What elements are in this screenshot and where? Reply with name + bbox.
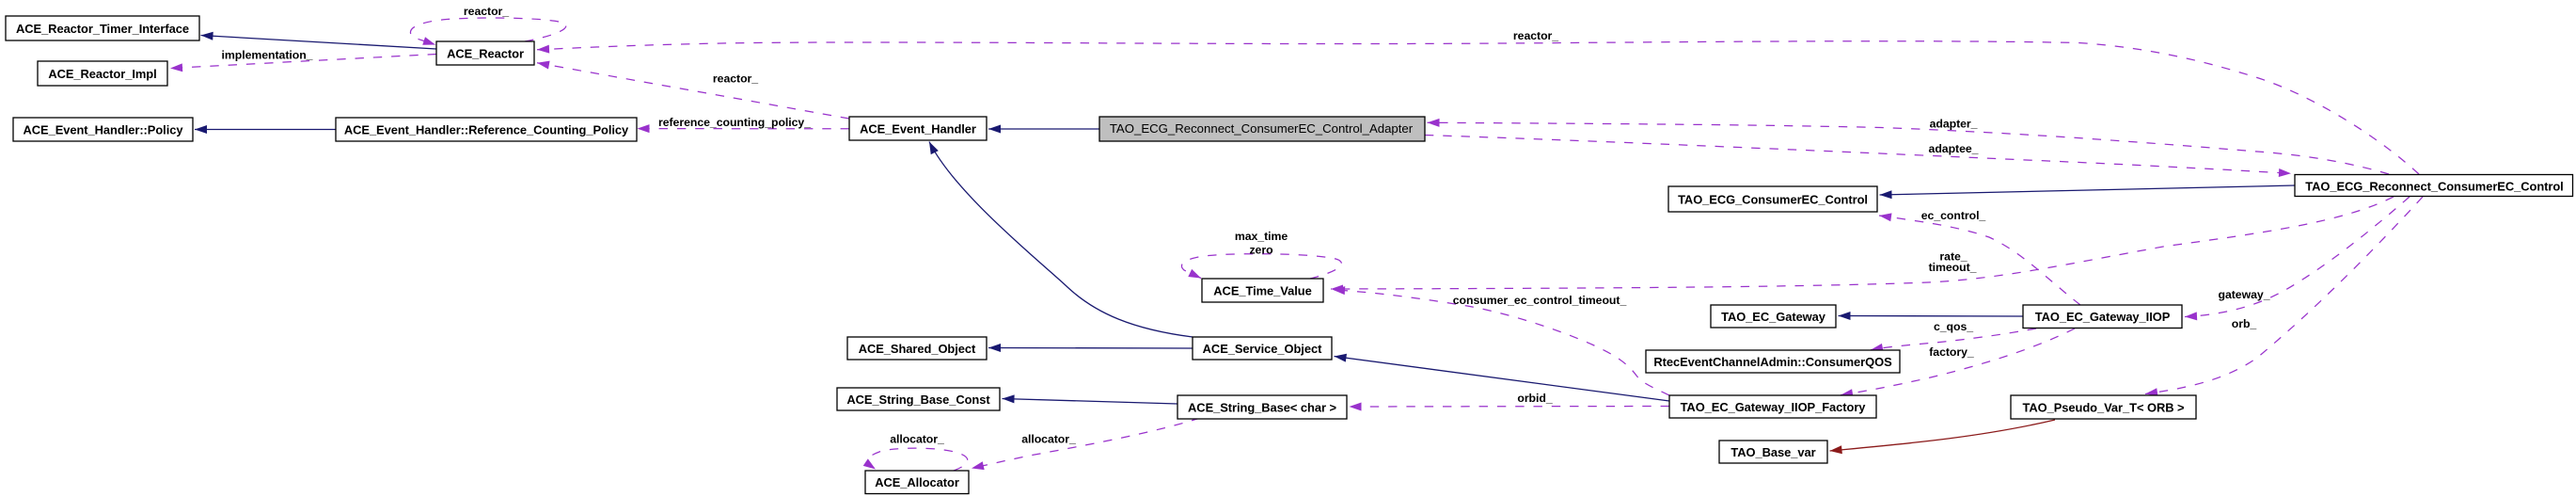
svg-text:timeout_: timeout_ (1929, 261, 1977, 274)
svg-text:TAO_EC_Gateway_IIOP: TAO_EC_Gateway_IIOP (2035, 310, 2171, 324)
svg-text:c_qos_: c_qos_ (1934, 320, 1973, 333)
svg-text:ACE_String_Base< char >: ACE_String_Base< char > (1188, 400, 1336, 414)
svg-text:ACE_Service_Object: ACE_Service_Object (1203, 342, 1322, 356)
svg-text:orbid_: orbid_ (1517, 392, 1552, 405)
svg-text:RtecEventChannelAdmin::Consume: RtecEventChannelAdmin::ConsumerQOS (1653, 355, 1892, 369)
svg-text:implementation_: implementation_ (222, 49, 313, 62)
svg-text:adapter_: adapter_ (1930, 118, 1978, 131)
svg-text:ACE_Reactor_Impl: ACE_Reactor_Impl (48, 67, 156, 81)
svg-text:allocator_: allocator_ (890, 433, 944, 446)
svg-text:ACE_String_Base_Const: ACE_String_Base_Const (846, 393, 990, 407)
svg-text:ACE_Time_Value: ACE_Time_Value (1213, 283, 1311, 297)
svg-text:zero: zero (1249, 244, 1273, 257)
svg-text:ec_control_: ec_control_ (1921, 209, 1986, 222)
svg-text:consumer_ec_control_timeout_: consumer_ec_control_timeout_ (1453, 294, 1627, 307)
svg-text:TAO_Base_var: TAO_Base_var (1731, 445, 1815, 459)
svg-text:allocator_: allocator_ (1021, 433, 1076, 446)
svg-text:TAO_ECG_Reconnect_ConsumerEC_C: TAO_ECG_Reconnect_ConsumerEC_Control (2305, 179, 2563, 193)
svg-text:TAO_EC_Gateway: TAO_EC_Gateway (1721, 310, 1826, 324)
svg-text:adaptee_: adaptee_ (1929, 142, 1979, 155)
svg-text:ACE_Allocator: ACE_Allocator (875, 475, 959, 489)
svg-text:ACE_Event_Handler::Policy: ACE_Event_Handler::Policy (24, 122, 184, 136)
svg-text:reactor_: reactor_ (464, 5, 509, 18)
svg-text:rate_: rate_ (1939, 250, 1967, 264)
svg-text:ACE_Reactor: ACE_Reactor (447, 46, 524, 60)
svg-text:ACE_Event_Handler::Reference_C: ACE_Event_Handler::Reference_Counting_Po… (344, 122, 629, 136)
svg-text:factory_: factory_ (1929, 345, 1974, 359)
svg-text:ACE_Event_Handler: ACE_Event_Handler (860, 121, 976, 136)
svg-text:max_time: max_time (1235, 230, 1288, 243)
svg-text:reactor_: reactor_ (1513, 29, 1558, 42)
svg-text:gateway_: gateway_ (2219, 288, 2270, 301)
svg-text:TAO_EC_Gateway_IIOP_Factory: TAO_EC_Gateway_IIOP_Factory (1681, 400, 1867, 414)
svg-text:reference_counting_policy_: reference_counting_policy_ (658, 116, 811, 129)
svg-text:ACE_Shared_Object: ACE_Shared_Object (859, 342, 976, 356)
svg-text:reactor_: reactor_ (713, 72, 758, 86)
svg-text:TAO_ECG_Reconnect_ConsumerEC_C: TAO_ECG_Reconnect_ConsumerEC_Control_Ada… (1110, 121, 1414, 136)
svg-text:TAO_ECG_ConsumerEC_Control: TAO_ECG_ConsumerEC_Control (1678, 192, 1868, 206)
svg-text:orb_: orb_ (2232, 317, 2257, 330)
svg-text:ACE_Reactor_Timer_Interface: ACE_Reactor_Timer_Interface (16, 22, 189, 36)
svg-text:TAO_Pseudo_Var_T< ORB >: TAO_Pseudo_Var_T< ORB > (2023, 400, 2185, 414)
